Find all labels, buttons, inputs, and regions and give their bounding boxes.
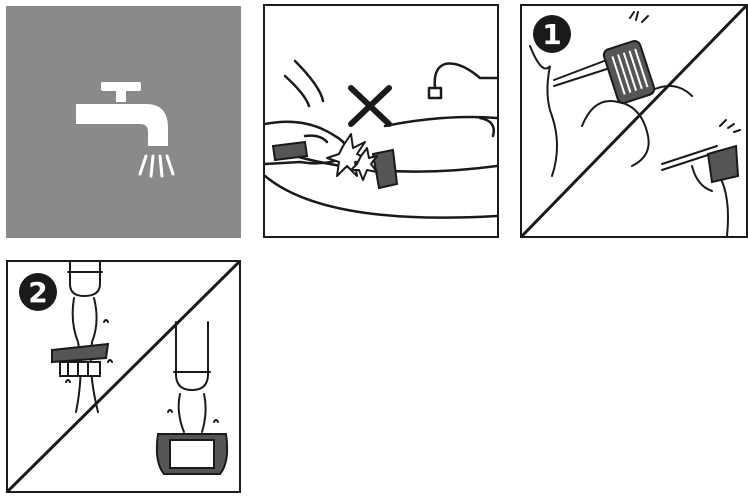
step-2-badge: 2 [19,273,57,311]
step-1-badge: 1 [533,15,571,53]
svg-text:1: 1 [542,18,561,51]
prohibited-x-icon [351,88,389,124]
no-knocking-illustration [265,6,497,236]
step-1-panel: 1 [520,4,748,238]
tap-panel [6,6,241,238]
step-2-panel: 2 [6,260,241,493]
water-tap-icon [6,6,241,238]
step-1-illustration: 1 [522,6,746,236]
warning-panel [263,4,499,238]
step-2-illustration: 2 [8,262,239,491]
svg-text:2: 2 [28,276,47,309]
